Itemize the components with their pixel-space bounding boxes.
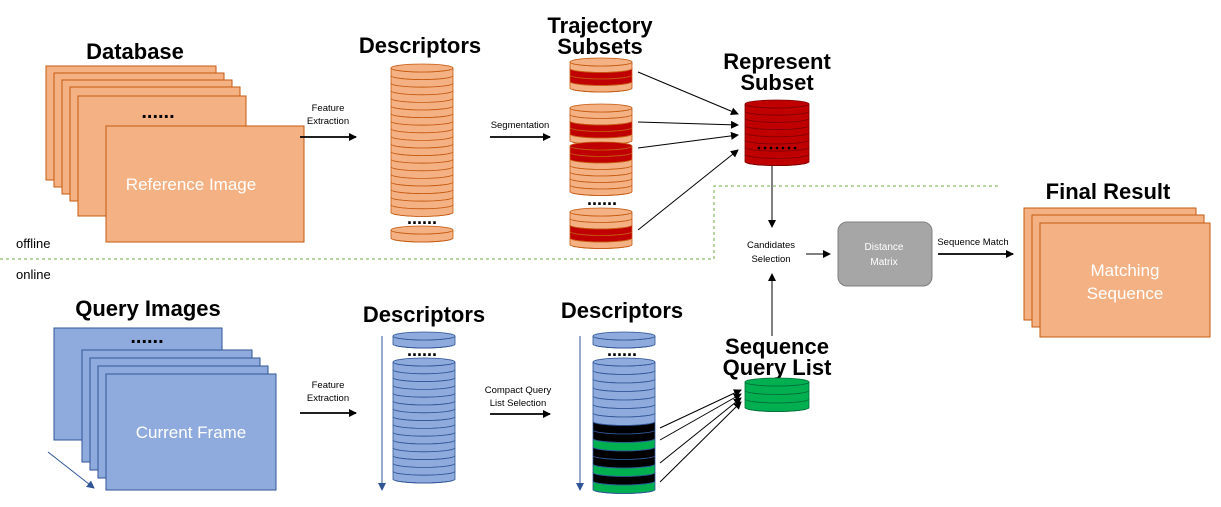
distance-line2: Matrix bbox=[870, 257, 897, 268]
descriptors-right-title: Descriptors bbox=[561, 298, 683, 323]
database-ellipsis: ...... bbox=[141, 101, 174, 123]
candidates-line1: Candidates bbox=[747, 240, 795, 251]
trajectory-title-line2: Subsets bbox=[557, 34, 643, 59]
subset1-to-represent-arrow bbox=[637, 71, 739, 115]
matching-sequence-box bbox=[1039, 222, 1211, 338]
trajectory-ellipsis: ...... bbox=[587, 189, 617, 209]
descriptors-right-cylinder bbox=[592, 357, 656, 494]
descriptors-right-top bbox=[592, 331, 656, 349]
query-images-ellipsis: ...... bbox=[130, 326, 163, 348]
reference-image-box bbox=[105, 125, 305, 243]
feature-extraction-top-line2: Extraction bbox=[307, 116, 349, 127]
black-row-2-arrow bbox=[659, 393, 742, 441]
trajectory-title-line1: Trajectory bbox=[547, 13, 653, 38]
query-images-stack bbox=[53, 327, 277, 491]
feature-extraction-bot-line1: Feature bbox=[312, 380, 345, 391]
descriptors-mid-cylinder bbox=[392, 357, 456, 484]
trajectory-subset-4 bbox=[569, 207, 633, 249]
matching-line2: Sequence bbox=[1087, 284, 1164, 303]
segmentation-label: Segmentation bbox=[491, 120, 550, 131]
matching-line1: Matching bbox=[1091, 261, 1160, 280]
represent-title-line1: Represent bbox=[723, 49, 831, 74]
online-label: online bbox=[16, 267, 51, 282]
black-row-4-arrow bbox=[659, 401, 742, 483]
current-frame-label: Current Frame bbox=[136, 423, 247, 442]
descriptors-top-ellipsis: ...... bbox=[407, 208, 437, 228]
descriptors-top-foot bbox=[390, 225, 454, 243]
subset4-to-represent-arrow bbox=[637, 149, 739, 231]
trajectory-subset-3 bbox=[569, 141, 633, 196]
sequence-title-line1: Sequence bbox=[725, 334, 829, 359]
sequence-query-list-cylinder bbox=[744, 377, 810, 412]
distance-line1: Distance bbox=[865, 242, 904, 253]
black-row-1-arrow bbox=[659, 389, 742, 429]
offline-online-divider bbox=[0, 185, 1000, 260]
represent-title-line2: Subset bbox=[740, 70, 814, 95]
descriptors-right-ellipsis: ...... bbox=[607, 340, 637, 360]
represent-subset-cylinder bbox=[744, 99, 810, 166]
descriptors-top-cylinder bbox=[390, 63, 454, 217]
descriptors-mid-ellipsis: ...... bbox=[407, 340, 437, 360]
query-time-arrow bbox=[47, 451, 95, 489]
compact-line2: List Selection bbox=[490, 398, 547, 409]
descriptors-mid-top bbox=[392, 331, 456, 349]
black-row-3-arrow bbox=[659, 397, 742, 464]
query-images-title: Query Images bbox=[75, 296, 221, 321]
matching-sequence-stack bbox=[1023, 207, 1211, 338]
database-stack bbox=[45, 65, 305, 243]
current-frame-box bbox=[105, 373, 277, 491]
subset3-to-represent-arrow bbox=[637, 131, 739, 149]
feature-extraction-top-line1: Feature bbox=[312, 103, 345, 114]
sequence-match-label: Sequence Match bbox=[937, 237, 1008, 248]
descriptors-top-title: Descriptors bbox=[359, 33, 481, 58]
feature-extraction-bot-line2: Extraction bbox=[307, 393, 349, 404]
compact-line1: Compact Query bbox=[485, 385, 552, 396]
descriptors-mid-title: Descriptors bbox=[363, 302, 485, 327]
database-title: Database bbox=[86, 39, 184, 64]
reference-image-label: Reference Image bbox=[126, 175, 256, 194]
offline-label: offline bbox=[16, 236, 50, 251]
candidates-line2: Selection bbox=[751, 254, 790, 265]
distance-matrix-box bbox=[837, 221, 933, 287]
trajectory-subset-2 bbox=[569, 103, 633, 145]
subset2-to-represent-arrow bbox=[637, 120, 739, 129]
trajectory-subset-1 bbox=[569, 57, 633, 93]
sequence-title-line2: Query List bbox=[723, 355, 832, 380]
final-result-title: Final Result bbox=[1046, 179, 1171, 204]
